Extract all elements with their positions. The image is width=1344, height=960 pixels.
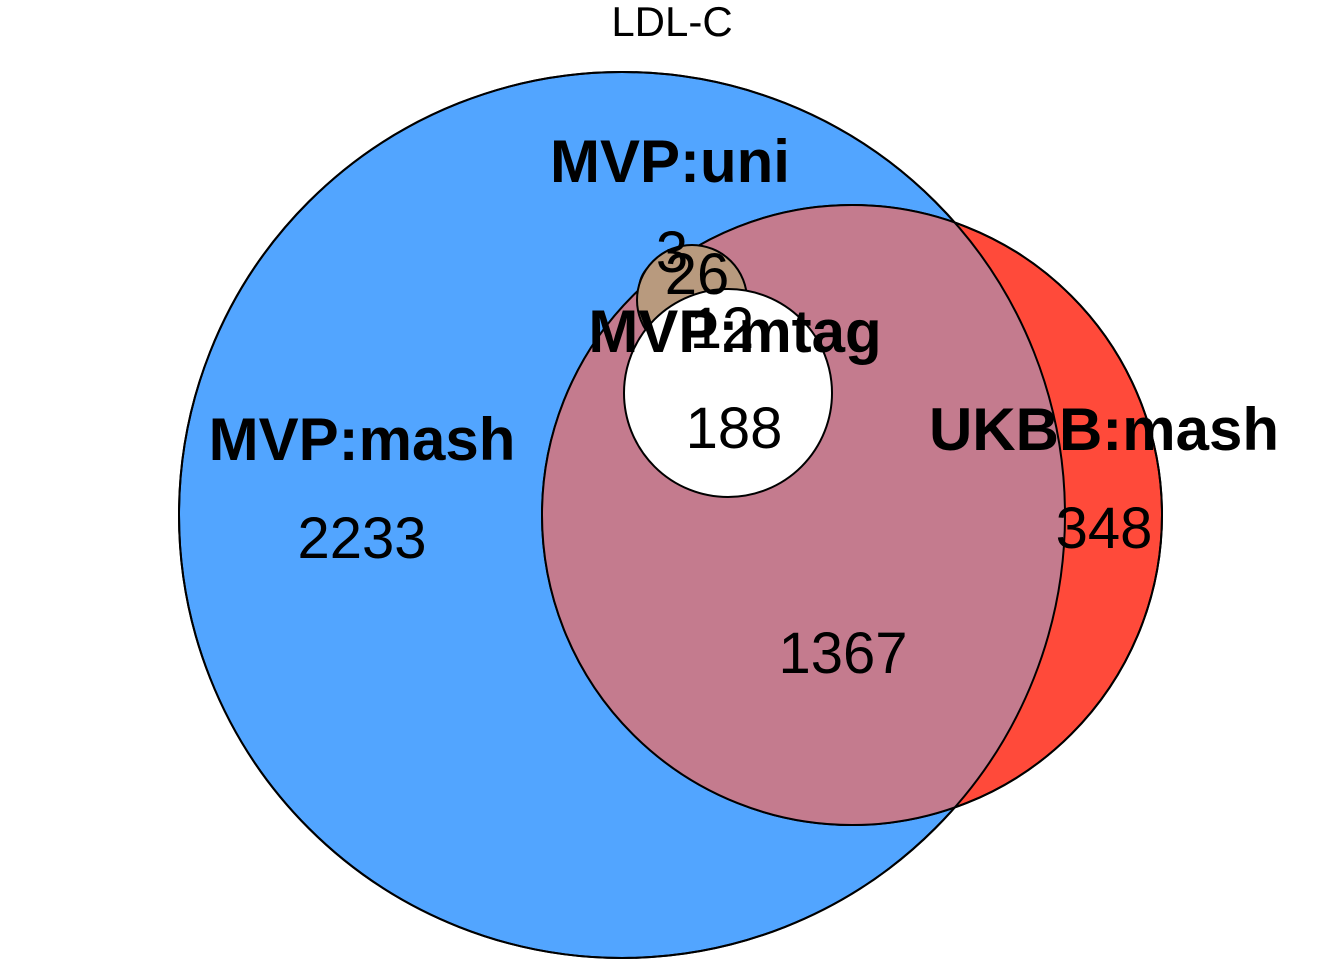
label-ukbb-mash: UKBB:mash [929,396,1279,463]
count-uni-mtag: 12 [690,296,755,361]
count-mvp-mash-only: 2233 [297,506,426,571]
count-uni-a: 3 [656,220,688,285]
label-mvp-mtag: MVP:mtag [588,298,881,365]
label-mvp-mash: MVP:mash [209,406,516,473]
count-mash-ukbb-overlap: 1367 [778,621,907,686]
mvp-mtag-circle [623,288,833,498]
count-ukbb-mash-only: 348 [1056,496,1153,561]
mvp-mash-outline [178,71,1066,959]
count-mtag-region: 188 [686,396,783,461]
label-mvp-uni: MVP:uni [550,128,790,195]
diagram-title: LDL-C [611,0,732,45]
ukbb-mash-outline [541,204,1163,826]
count-uni-b: 26 [665,242,730,307]
